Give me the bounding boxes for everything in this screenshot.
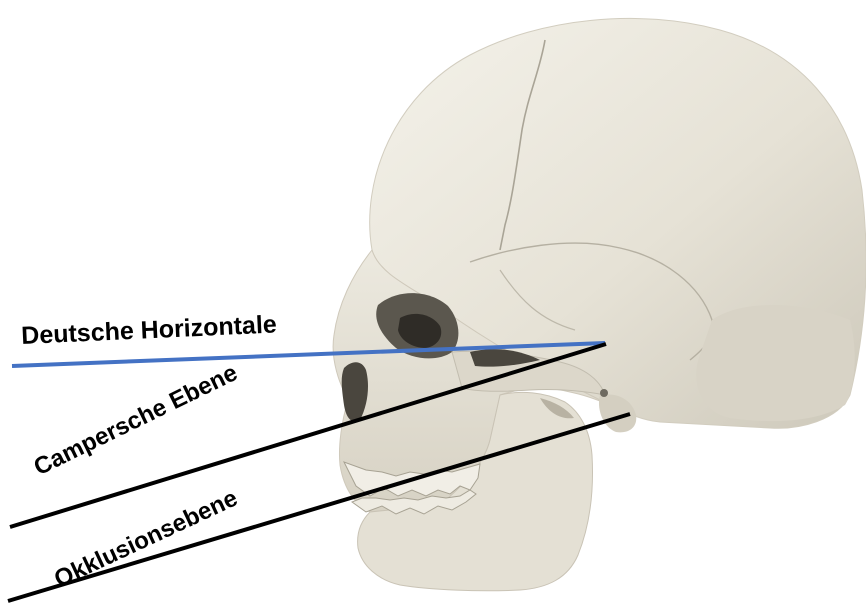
occipital-shade <box>696 305 854 421</box>
porion-point <box>600 389 608 397</box>
